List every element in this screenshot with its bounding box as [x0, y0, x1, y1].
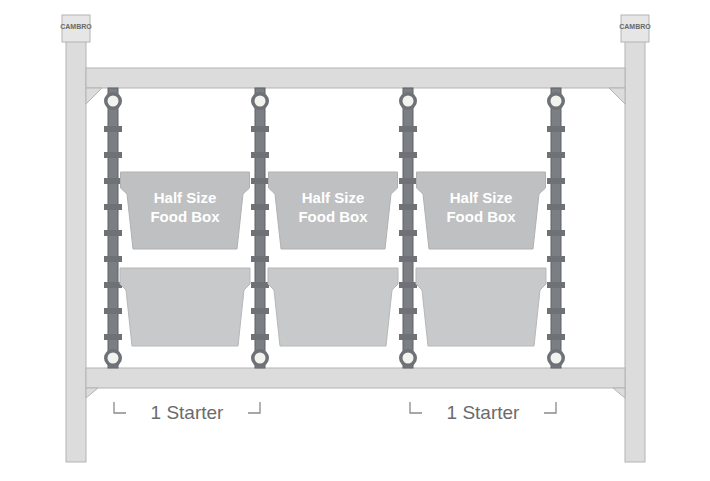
- wheel: [547, 92, 565, 110]
- bottom-rail: [86, 368, 625, 388]
- track-notch: [399, 204, 417, 210]
- track-notch: [251, 230, 269, 236]
- food-box: Half Size Food Box: [416, 170, 546, 250]
- wheel: [251, 349, 269, 367]
- track-notch: [104, 308, 122, 314]
- starter-label: 1 Starter: [147, 402, 228, 424]
- track-notch: [547, 178, 565, 184]
- track-notch: [104, 282, 122, 288]
- food-box: Half Size Food Box: [120, 170, 250, 250]
- track-notch: [547, 152, 565, 158]
- bracket: [114, 402, 126, 413]
- track: [399, 88, 417, 368]
- wheel: [399, 349, 417, 367]
- starter-label: 1 Starter: [443, 402, 524, 424]
- food-box: [268, 268, 398, 346]
- food-box: Half Size Food Box: [268, 170, 398, 250]
- box-shape: [417, 172, 546, 249]
- box-shape: [269, 172, 398, 249]
- track-notch: [399, 230, 417, 236]
- food-box: [416, 268, 546, 346]
- bracket: [248, 402, 260, 413]
- track-notch: [251, 308, 269, 314]
- track-notch: [399, 308, 417, 314]
- track-notch: [104, 256, 122, 262]
- bracket: [544, 402, 556, 413]
- track-notch: [104, 230, 122, 236]
- bracket: [410, 402, 422, 413]
- track-notch: [399, 334, 417, 340]
- wheel: [399, 92, 417, 110]
- brace: [86, 388, 98, 398]
- track-notch: [104, 126, 122, 132]
- track-notch: [399, 152, 417, 158]
- wheel: [251, 92, 269, 110]
- wheel: [104, 92, 122, 110]
- tracks: [104, 88, 565, 368]
- brand-mark: CAMBRO: [60, 23, 92, 30]
- wheel: [547, 349, 565, 367]
- track-notch: [547, 256, 565, 262]
- wheel-hub: [551, 353, 562, 364]
- track-notch: [251, 334, 269, 340]
- track-notch: [251, 256, 269, 262]
- track-notch: [547, 126, 565, 132]
- wheel-hub: [108, 96, 119, 107]
- wheel-hub: [108, 353, 119, 364]
- wheel-hub: [255, 353, 266, 364]
- track: [104, 88, 122, 368]
- track: [547, 88, 565, 368]
- track-notch: [399, 256, 417, 262]
- track-notch: [251, 126, 269, 132]
- track-notch: [251, 204, 269, 210]
- food-box: [120, 268, 250, 346]
- track-notch: [399, 282, 417, 288]
- box-label: Half Size Food Box: [140, 188, 230, 226]
- brace: [86, 88, 102, 104]
- wheel-hub: [551, 96, 562, 107]
- track-notch: [547, 230, 565, 236]
- wheel-hub: [403, 96, 414, 107]
- top-rail: [86, 68, 625, 88]
- track-notch: [547, 334, 565, 340]
- track-notch: [547, 204, 565, 210]
- track-notch: [547, 282, 565, 288]
- wheel: [104, 349, 122, 367]
- track-notch: [547, 308, 565, 314]
- track-notch: [251, 178, 269, 184]
- track-notch: [104, 334, 122, 340]
- wheel-hub: [403, 353, 414, 364]
- track-notch: [251, 152, 269, 158]
- wheel-hub: [255, 96, 266, 107]
- track-notch: [104, 178, 122, 184]
- track-notch: [399, 178, 417, 184]
- box-shape: [121, 172, 250, 249]
- box-label: Half Size Food Box: [436, 188, 526, 226]
- brand-mark: CAMBRO: [619, 23, 651, 30]
- brace: [613, 388, 625, 398]
- track-notch: [104, 152, 122, 158]
- track-notch: [104, 204, 122, 210]
- track-notch: [399, 126, 417, 132]
- lower-food-boxes: [120, 268, 546, 346]
- track: [251, 88, 269, 368]
- box-label: Half Size Food Box: [288, 188, 378, 226]
- frame-posts: [62, 15, 649, 462]
- track-notch: [251, 282, 269, 288]
- brace: [609, 88, 625, 104]
- left-post: [66, 38, 86, 462]
- right-post: [625, 38, 645, 462]
